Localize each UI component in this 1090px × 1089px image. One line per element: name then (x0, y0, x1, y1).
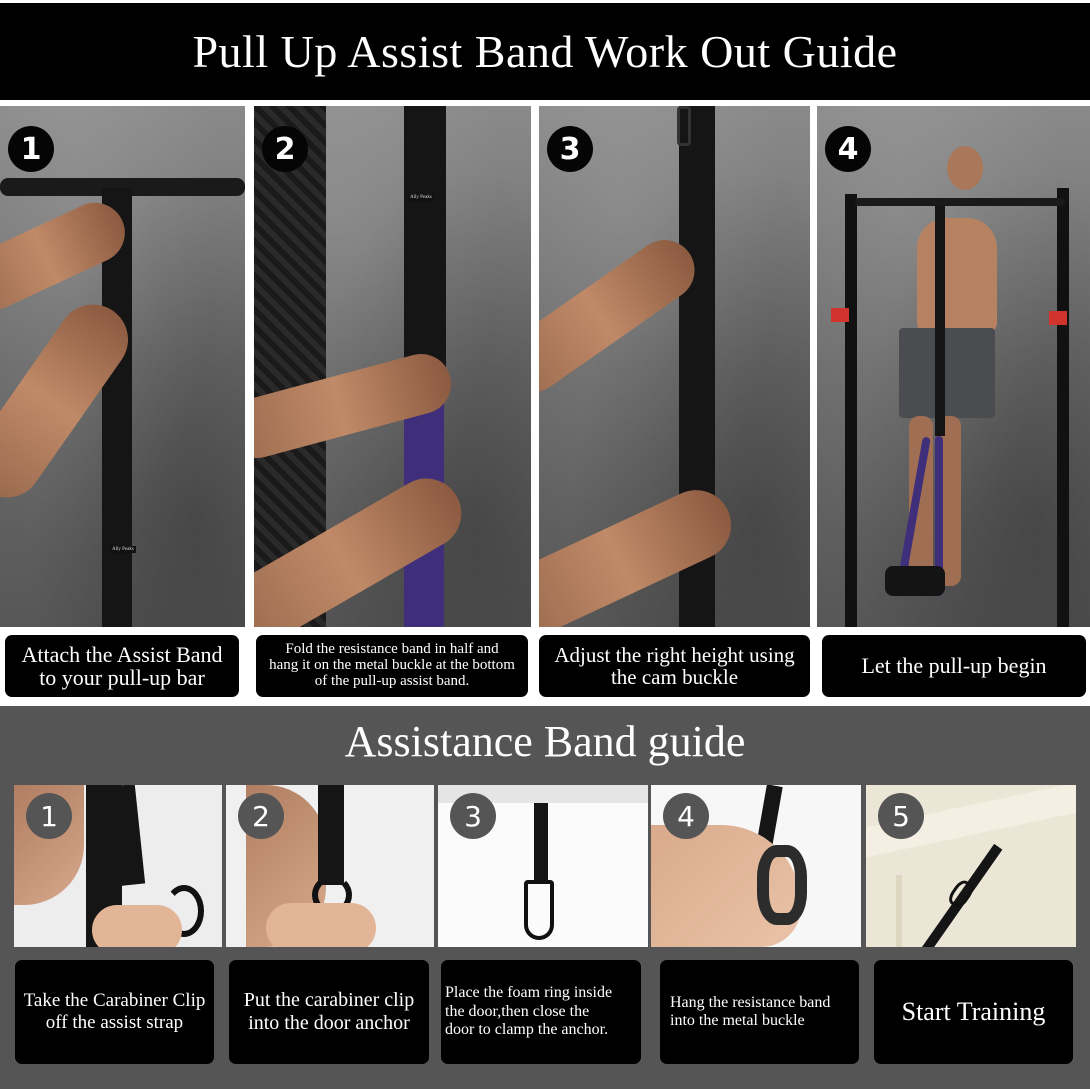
band-guide-step-4-caption: Hang the resistance band into the metal … (660, 960, 859, 1064)
carabiner (164, 885, 204, 937)
step-number-badge: 1 (8, 126, 54, 172)
workout-step-3-image: 3 (539, 106, 810, 627)
caption-line: the cam buckle (610, 665, 739, 689)
workout-step-2-caption: Fold the resistance band in half and han… (256, 635, 528, 697)
caption-line: hang it on the metal buckle at the botto… (269, 657, 515, 674)
workout-step-4-image: 4 (817, 106, 1090, 627)
step-number-badge: 4 (825, 126, 871, 172)
band-guide-step-1-image: 1 (14, 785, 222, 947)
door-frame-side (896, 875, 902, 947)
caption-line: off the assist strap (45, 1012, 184, 1033)
band-guide-step-2-image: 2 (226, 785, 434, 947)
step-number-badge: 5 (878, 793, 924, 839)
hand (266, 903, 376, 947)
page-title: Pull Up Assist Band Work Out Guide (0, 3, 1090, 100)
rack-upright-left (845, 194, 857, 627)
caption-line: Fold the resistance band in half and (285, 641, 499, 658)
step-number-badge: 1 (26, 793, 72, 839)
caption-line: Adjust the right height using (554, 642, 795, 667)
rack-hook (831, 308, 849, 322)
workout-step-1-caption: Attach the Assist Band to your pull-up b… (5, 635, 239, 697)
caption-line: Place the foam ring inside (445, 984, 613, 1002)
band-guide-step-5-image: 5 (866, 785, 1076, 947)
caption-line: into the metal buckle (670, 1012, 805, 1029)
rack-upright-right (1057, 188, 1069, 627)
step-number-badge: 2 (238, 793, 284, 839)
band-guide-step-5-caption: Start Training (874, 960, 1073, 1064)
caption-line: the door,then close the (445, 1002, 590, 1020)
step-number-badge: 3 (450, 793, 496, 839)
band-guide-title: Assistance Band guide (344, 717, 746, 766)
caption-line: Put the carabiner clip (243, 989, 415, 1011)
resistance-band (757, 845, 807, 925)
caption-line: into the door anchor (248, 1012, 410, 1034)
pull-up-bar (855, 198, 1065, 206)
workout-step-2-image: Ally Peaks 2 (254, 106, 531, 627)
rack-hook (1049, 311, 1067, 325)
resistance-band (935, 436, 943, 596)
person-shoes (885, 566, 945, 596)
caption-line: Hang the resistance band (670, 993, 831, 1011)
strap-brand-tag: Ally Peaks (110, 546, 136, 553)
door-top (438, 785, 648, 803)
assist-strap (318, 785, 344, 885)
pull-up-bar (0, 178, 245, 196)
strap-brand-tag: Ally Peaks (408, 194, 434, 201)
step-number-badge: 2 (262, 126, 308, 172)
workout-step-1-image: Ally Peaks 1 (0, 106, 245, 627)
assist-strap (935, 206, 945, 436)
caption-line: Attach the Assist Band (21, 641, 223, 667)
step-number-badge: 3 (547, 126, 593, 172)
carabiner (524, 880, 554, 940)
band-guide-step-1-caption: Take the Carabiner Clip off the assist s… (15, 960, 214, 1064)
caption-line: to your pull-up bar (39, 665, 205, 690)
workout-step-4-caption: Let the pull-up begin (822, 635, 1086, 697)
caption-line: of the pull-up assist band. (314, 672, 470, 689)
assist-strap (404, 106, 446, 376)
person-shorts (899, 328, 995, 418)
caption-line: door to clamp the anchor. (445, 1021, 609, 1039)
band-guide-step-3-image: 3 (438, 785, 648, 947)
step-number-badge: 4 (663, 793, 709, 839)
person-torso (917, 218, 997, 333)
carabiner (677, 106, 691, 146)
caption-line: Take the Carabiner Clip (23, 990, 206, 1012)
door-anchor-strap (534, 803, 548, 883)
person-head (947, 146, 983, 190)
band-guide-step-3-caption: Place the foam ring inside the door,then… (441, 960, 641, 1064)
assist-strap (102, 188, 132, 627)
band-guide-step-2-caption: Put the carabiner clip into the door anc… (229, 960, 429, 1064)
hand (92, 905, 182, 947)
band-guide-step-4-image: 4 (651, 785, 861, 947)
workout-step-3-caption: Adjust the right height using the cam bu… (539, 635, 810, 697)
